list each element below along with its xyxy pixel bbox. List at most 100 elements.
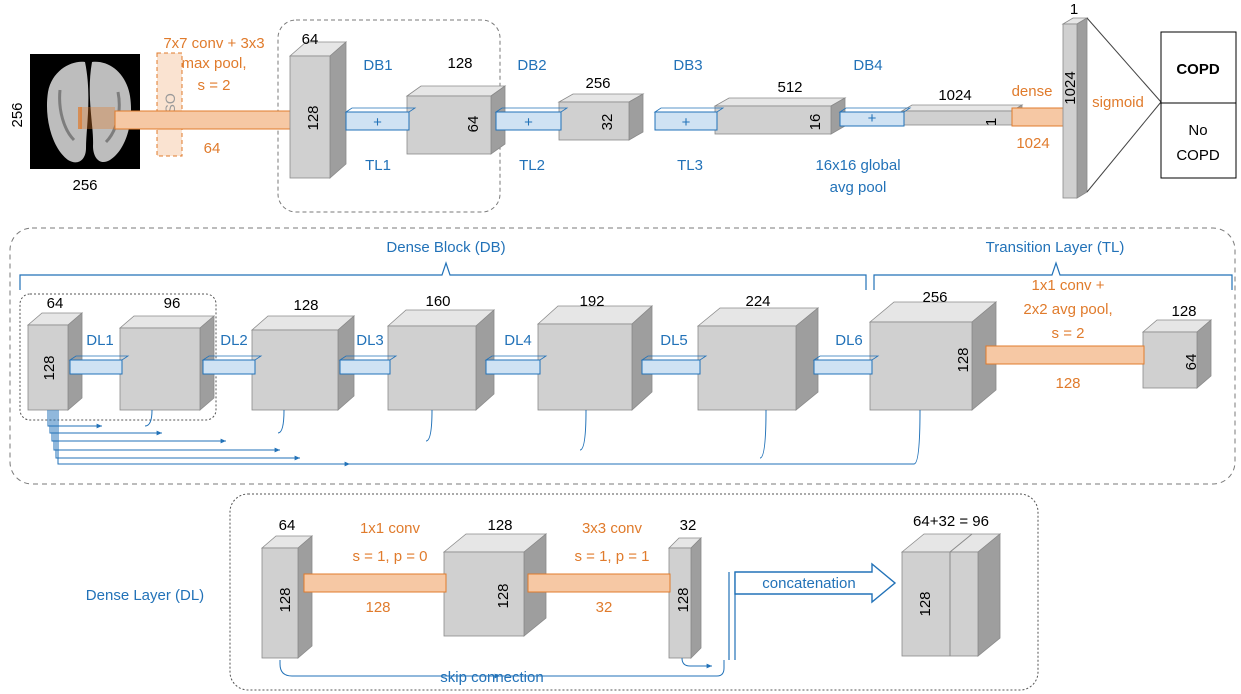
- dl1-label: DL1: [86, 332, 114, 349]
- wso-box: [156, 52, 183, 157]
- sigmoid-line-upper: [1086, 17, 1162, 103]
- mid-block-1: [26, 312, 84, 411]
- top-connector-2-plus: +: [524, 114, 533, 131]
- top-connector-3-plus: +: [682, 114, 691, 131]
- top-block-2-top-label: 128: [447, 55, 472, 72]
- first-dense-layer-box: [19, 293, 217, 421]
- dense-layer-mid-top-label: 128: [487, 517, 512, 534]
- transition-layer-label: Transition Layer (TL): [986, 239, 1125, 256]
- mid-block-5: [536, 305, 654, 411]
- conv-pool-line1: 7x7 conv + 3x3: [163, 35, 264, 52]
- mid-block-5-top-label: 192: [579, 293, 604, 310]
- conv2-line1: 3x3 conv: [582, 520, 643, 537]
- top-block-1-top-label: 64: [302, 31, 319, 48]
- dense-label: dense: [1012, 83, 1053, 100]
- top-connector-4: +: [838, 107, 912, 127]
- fc-side-label: 1024: [1062, 71, 1079, 104]
- conv-pool-line2: max pool,: [181, 55, 246, 72]
- transition-output-side-label: 64: [1183, 354, 1200, 371]
- mid-block-7: [868, 301, 998, 411]
- dense-layer-input-block: [260, 535, 314, 659]
- concat-output-top-label: 64+32 = 96: [913, 513, 989, 530]
- dense-layer-input-top-label: 64: [279, 517, 296, 534]
- top-block-3: [557, 93, 645, 141]
- conv2-line2: s = 1, p = 1: [574, 548, 649, 565]
- top-connector-4-plus: +: [868, 110, 877, 127]
- output-no-copd-line1: No: [1188, 122, 1207, 139]
- conv1-line2: s = 1, p = 0: [352, 548, 427, 565]
- gap-line1: 16x16 global: [815, 157, 900, 174]
- dense-layer-label: Dense Layer (DL): [86, 587, 204, 604]
- conv1-line1: 1x1 conv: [360, 520, 421, 537]
- dl4-label: DL4: [504, 332, 532, 349]
- fc-block: [1061, 17, 1089, 199]
- dense-layer-skip-connection: [279, 657, 725, 679]
- top-block-1-side-label: 128: [305, 105, 322, 130]
- mid-connector-3: [338, 355, 398, 375]
- top-connector-1-plus: +: [373, 114, 382, 131]
- transition-output-block: [1141, 319, 1213, 389]
- dense-band: [1011, 107, 1065, 127]
- input-size-left: 256: [9, 102, 26, 127]
- mid-block-2-top-label: 96: [164, 295, 181, 312]
- dense-layer-out-side-label: 128: [675, 587, 692, 612]
- concat-output-block: [900, 533, 1002, 657]
- db3-label: DB3: [673, 57, 702, 74]
- transition-output-top-label: 128: [1171, 303, 1196, 320]
- input-size-bottom: 256: [72, 177, 97, 194]
- top-block-5-side-label: 1: [983, 118, 1000, 126]
- sigmoid-line-lower: [1086, 101, 1162, 193]
- dense-layer-out-top-label: 32: [680, 517, 697, 534]
- top-block-3-side-label: 32: [599, 114, 616, 131]
- tl-conv-line1: 1x1 conv +: [1032, 277, 1105, 294]
- dense-block-skip-connections: [47, 409, 921, 467]
- tl1-label: TL1: [365, 157, 391, 174]
- dense-block-detail-frame: [9, 227, 1236, 485]
- conv-pool-line3: s = 2: [198, 77, 231, 94]
- output-box: [1160, 31, 1237, 179]
- concat-output-side-label: 128: [917, 591, 934, 616]
- top-block-5-top-label: 1024: [938, 87, 971, 104]
- dense-block-highlight-box: [277, 19, 501, 213]
- top-block-5: [900, 104, 1024, 126]
- top-block-2-side-label: 64: [465, 116, 482, 133]
- mid-connector-5: [640, 355, 708, 375]
- dense-units: 1024: [1016, 135, 1049, 152]
- mid-block-4: [386, 309, 496, 411]
- transition-layer-brace: [873, 261, 1233, 290]
- dense-block-brace: [19, 261, 867, 290]
- mid-block-7-top-label: 256: [922, 289, 947, 306]
- dense-block-label: Dense Block (DB): [386, 239, 505, 256]
- output-no-copd-line2: COPD: [1176, 147, 1220, 164]
- top-connector-3: +: [653, 107, 725, 131]
- tl-conv-line3: s = 2: [1052, 325, 1085, 342]
- conv2-channels: 32: [596, 599, 613, 616]
- conv-channels: 64: [204, 140, 221, 157]
- gap-line2: avg pool: [830, 179, 887, 196]
- conv1-channels: 128: [365, 599, 390, 616]
- fc-top-label: 1: [1070, 1, 1078, 18]
- mid-connector-4: [484, 355, 548, 375]
- conv-pool-band: [114, 110, 294, 130]
- mid-block-6-top-label: 224: [745, 293, 770, 310]
- transition-conv-band: [985, 345, 1145, 365]
- mid-block-3-top-label: 128: [293, 297, 318, 314]
- conv1-band: [303, 573, 447, 593]
- mid-connector-1: [68, 355, 130, 375]
- tl2-label: TL2: [519, 157, 545, 174]
- concatenation-label: concatenation: [762, 575, 855, 592]
- conv2-band: [527, 573, 671, 593]
- output-copd: COPD: [1176, 61, 1220, 78]
- mid-block-7-side-label: 128: [955, 347, 972, 372]
- skip-connection-label: skip connection: [440, 669, 543, 686]
- dl5-label: DL5: [660, 332, 688, 349]
- top-block-4-side-label: 16: [807, 114, 824, 131]
- mid-block-3: [250, 315, 356, 411]
- mid-connector-6: [812, 355, 880, 375]
- top-connector-1: +: [344, 107, 417, 131]
- dense-layer-out-block: [668, 537, 702, 659]
- mid-block-1-top-label: 64: [47, 295, 64, 312]
- mid-block-6: [696, 307, 820, 411]
- top-block-2: [405, 85, 507, 155]
